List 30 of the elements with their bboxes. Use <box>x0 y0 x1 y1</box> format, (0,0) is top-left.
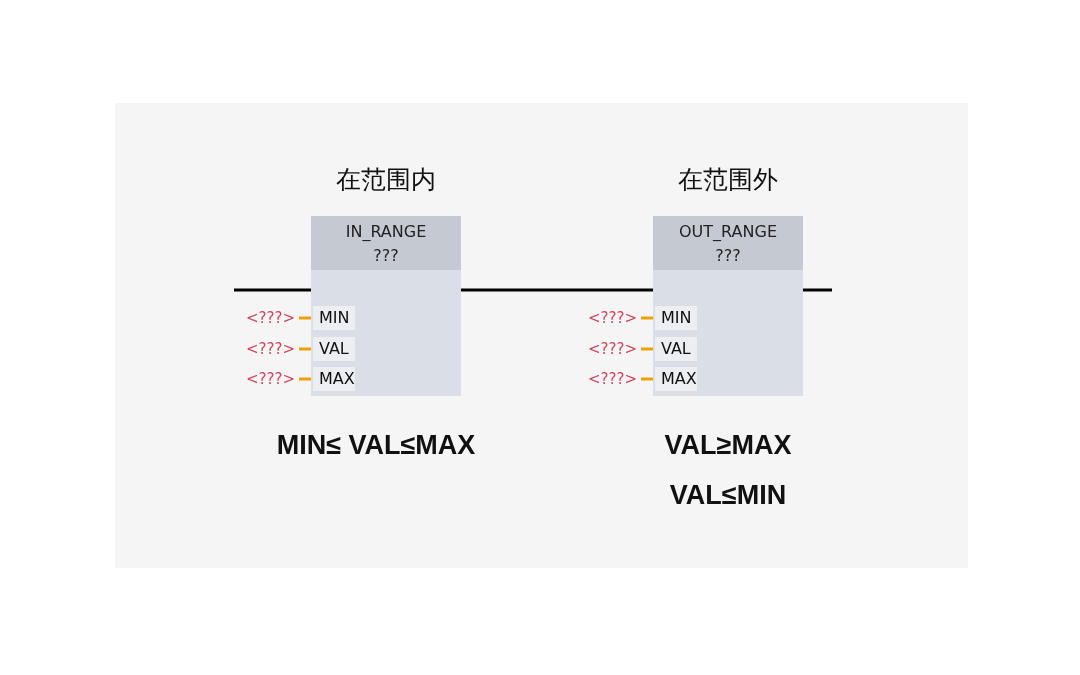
input-line <box>641 347 653 351</box>
block-type: OUT_RANGE <box>678 222 778 241</box>
pin-name: MIN <box>313 306 355 330</box>
input-operand: <???> <box>585 368 637 390</box>
input-line <box>299 347 311 351</box>
pin-name: VAL <box>655 337 697 361</box>
pin-name: VAL <box>313 337 355 361</box>
condition-formula: MIN≤ VAL≤MAX <box>275 430 477 461</box>
pin-name: MAX <box>655 367 697 391</box>
pin-name: MAX <box>313 367 355 391</box>
input-line <box>641 316 653 320</box>
condition-formula: VAL≥MAX <box>663 430 793 461</box>
instance-name: ??? <box>714 246 742 265</box>
input-operand: <???> <box>243 368 295 390</box>
input-operand: <???> <box>243 338 295 360</box>
block-heading: 在范围内 <box>335 164 437 196</box>
power-rail <box>234 288 311 292</box>
power-rail <box>461 288 653 292</box>
block-type: IN_RANGE <box>344 222 428 241</box>
instance-name: ??? <box>372 246 400 265</box>
input-operand: <???> <box>585 307 637 329</box>
input-operand: <???> <box>585 338 637 360</box>
condition-formula: VAL≤MIN <box>668 480 788 511</box>
input-line <box>641 377 653 381</box>
power-rail <box>803 288 832 292</box>
input-line <box>299 377 311 381</box>
pin-name: MIN <box>655 306 697 330</box>
input-line <box>299 316 311 320</box>
input-operand: <???> <box>243 307 295 329</box>
block-heading: 在范围外 <box>677 164 779 196</box>
